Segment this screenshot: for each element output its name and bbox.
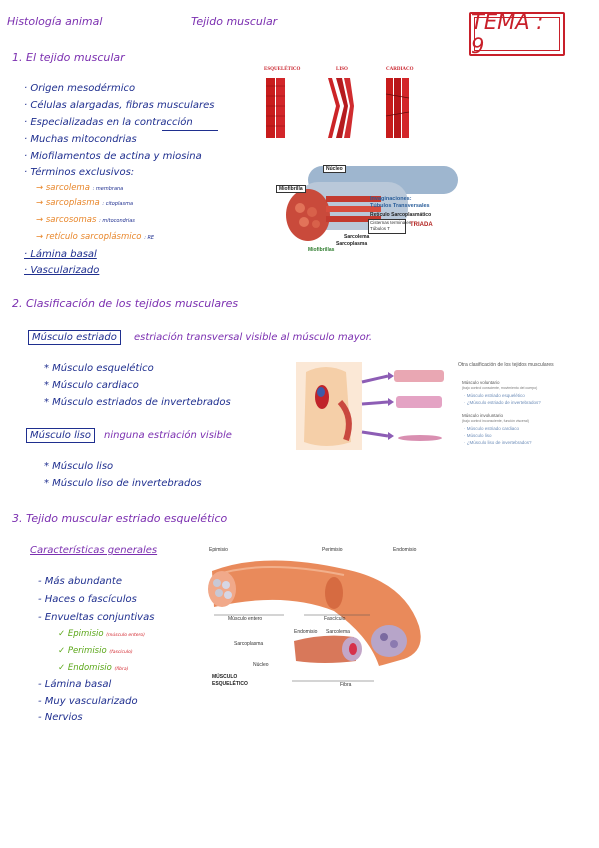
estriado-item-1: * Músculo esquelético [44,363,154,374]
header-topic: Tejido muscular [191,15,278,28]
liso-box: Músculo liso [26,428,95,443]
skeletal-muscle-figure: Epimisio Perimisio Endomisio Músculo ent… [204,541,442,691]
muscle-fiber-art [286,166,458,241]
estriado-item-3: * Músculo estriados de invertebrados [44,397,231,408]
s1-bullet-6: · Términos exclusivos: [24,167,135,178]
section2-title: 2. Clasificación de los tejidos muscular… [12,297,239,310]
cardiac-fiber [385,78,410,138]
term-sarcolema: → sarcolema : membrana [36,183,124,193]
tema-badge: TEMA : 9 [469,10,565,58]
s1-bullet-3: · Especializadas en la contracción [24,117,193,128]
s1-bullet-1: · Origen mesodérmico [24,83,136,94]
liso-desc: ninguna estriación visible [104,430,232,441]
muscle-types-art [266,78,410,138]
triada-label: TRIADA [410,222,433,228]
check-perimisio: ✓ Perimisio (fascículo) [58,646,133,656]
body-tissues-art [296,362,444,450]
liso-item-2: * Músculo liso de invertebrados [44,478,202,489]
section1-title: 1. El tejido muscular [12,51,125,64]
classification-panel: Otra clasificación de los tejidos muscul… [458,362,554,445]
s3-item-lamina: - Lámina basal [38,679,112,690]
s3-item-vascularizado: - Muy vascularizado [38,696,138,707]
s1-bullet-3-text: · Especializadas en la contracción [24,117,193,128]
estriado-box: Músculo estriado [28,330,121,345]
estriado-item-2: * Músculo cardiaco [44,380,139,391]
section3-title: 3. Tejido muscular estriado esquelético [12,512,228,525]
check-endomisio: ✓ Endomisio (fibra) [58,663,129,673]
skeletal-muscle-art [208,560,421,682]
term-sarcoplasma: → sarcoplasma : citoplasma [36,198,134,208]
s1-bullet-2: · Células alargadas, fibras musculares [24,100,215,111]
s1-bullet-5: · Miofilamentos de actina y miosina [24,151,202,162]
s1-bullet-vascularizado: · Vascularizado [24,265,100,276]
liso-item-1: * Músculo liso [44,461,114,472]
check-epimisio: ✓ Epimisio (músculo entero) [58,629,145,639]
section3-subtitle: Características generales [30,545,158,556]
s3-item-nervios: - Nervios [38,712,83,723]
s3-item-3: - Envueltas conjuntivas [38,612,155,623]
term-reticulo: → retículo sarcoplásmico : RE [36,232,155,242]
s1-bullet-4: · Muchas mitocondrias [24,134,137,145]
underline-contraccion [162,130,218,131]
estriado-desc: estriación transversal visible al múscul… [134,332,373,343]
s1-bullet-lamina: · Lámina basal [24,249,97,260]
body-tissues-figure [296,362,446,454]
smooth-fiber [328,78,354,138]
skeletal-fiber [266,78,285,138]
term-sarcosomas: → sarcosomas : mitocondrias [36,215,135,225]
muscle-types-figure: ESQUELÉTICO LISO CARDIACO [258,62,428,140]
tema-label: TEMA : 9 [471,10,544,58]
muscle-fiber-figure: Miofibrilla Núcleo Invaginaciones: Túbul… [268,160,468,253]
s3-item-2: - Haces o fascículos [38,594,137,605]
s3-item-1: - Más abundante [38,576,122,587]
header-subject: Histología animal [7,15,103,28]
